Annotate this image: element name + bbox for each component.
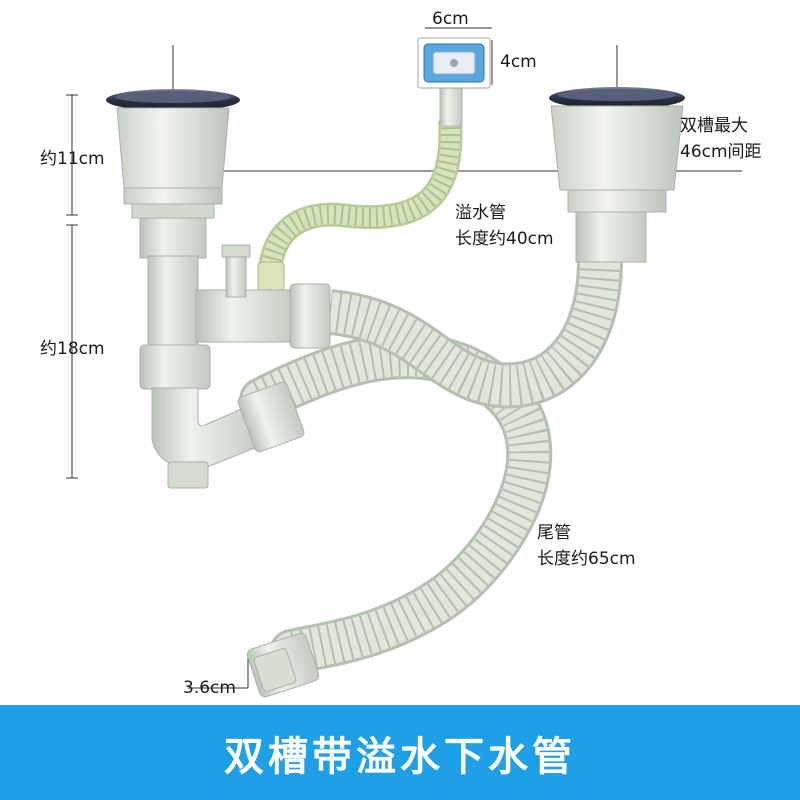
trap-assembly xyxy=(139,244,331,489)
overflow-hose xyxy=(257,81,463,293)
overflow-width-label: 6cm xyxy=(432,9,469,29)
left-strainer xyxy=(106,89,240,259)
right-drain-hose xyxy=(327,259,623,409)
title-banner: 双槽带溢水下水管 xyxy=(0,705,800,800)
tail-hose xyxy=(239,333,553,698)
outlet-diameter-label: 3.6cm xyxy=(183,678,236,698)
overflow-height-label: 4cm xyxy=(500,52,537,72)
overflow-hose-label-line2: 长度约40cm xyxy=(455,229,554,249)
strainer-height-label: 约11cm xyxy=(40,149,105,169)
tail-hose-label-line1: 尾管 xyxy=(537,523,571,543)
trap-height-label: 约18cm xyxy=(40,339,105,359)
overflow-hose-label-line1: 溢水管 xyxy=(455,203,506,223)
drain-kit-drawing xyxy=(66,27,742,698)
max-spacing-label-line2: 46cm间距 xyxy=(680,142,762,162)
banner-title: 双槽带溢水下水管 xyxy=(224,733,576,780)
right-strainer xyxy=(549,87,685,263)
tail-hose-label-line2: 长度约65cm xyxy=(537,549,636,569)
overflow-plate xyxy=(417,37,491,89)
max-spacing-label-line1: 双槽最大 xyxy=(680,116,748,136)
